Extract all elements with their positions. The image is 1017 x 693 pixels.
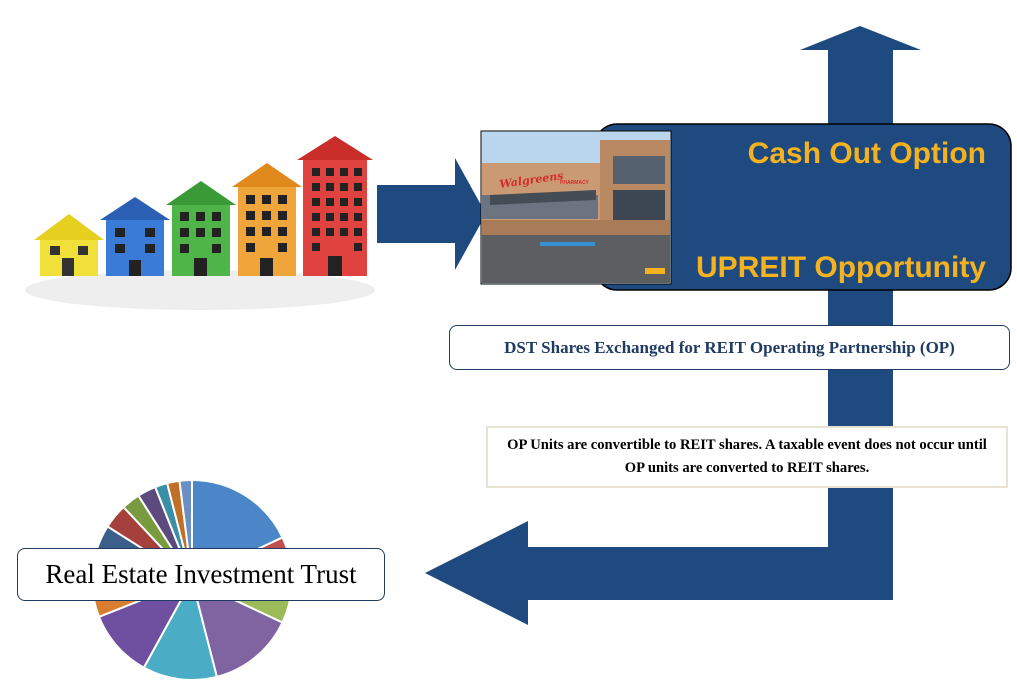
house-blue: [100, 197, 170, 276]
dst-exchange-label: DST Shares Exchanged for REIT Operating …: [449, 325, 1010, 370]
op-units-note: OP Units are convertible to REIT shares.…: [486, 426, 1008, 488]
arrow-right: [377, 158, 486, 270]
house-yellow: [34, 214, 104, 276]
house-orange: [232, 163, 302, 276]
arrow-left: [425, 521, 893, 625]
houses-growth-illustration: [25, 136, 375, 310]
house-green: [166, 181, 236, 276]
reit-label: Real Estate Investment Trust: [17, 548, 385, 601]
arrow-up: [800, 26, 921, 55]
cash-out-label: Cash Out Option: [748, 137, 986, 170]
pie-slice: [142, 577, 219, 681]
pharmacy-storefront-photo: Walgreens PHARMACY: [480, 130, 672, 285]
upreit-label: UPREIT Opportunity: [696, 251, 986, 284]
store-sign-sub: PHARMACY: [560, 180, 590, 186]
house-red: [297, 136, 373, 276]
pie-slice: [190, 578, 284, 679]
pie-slice: [97, 578, 195, 669]
